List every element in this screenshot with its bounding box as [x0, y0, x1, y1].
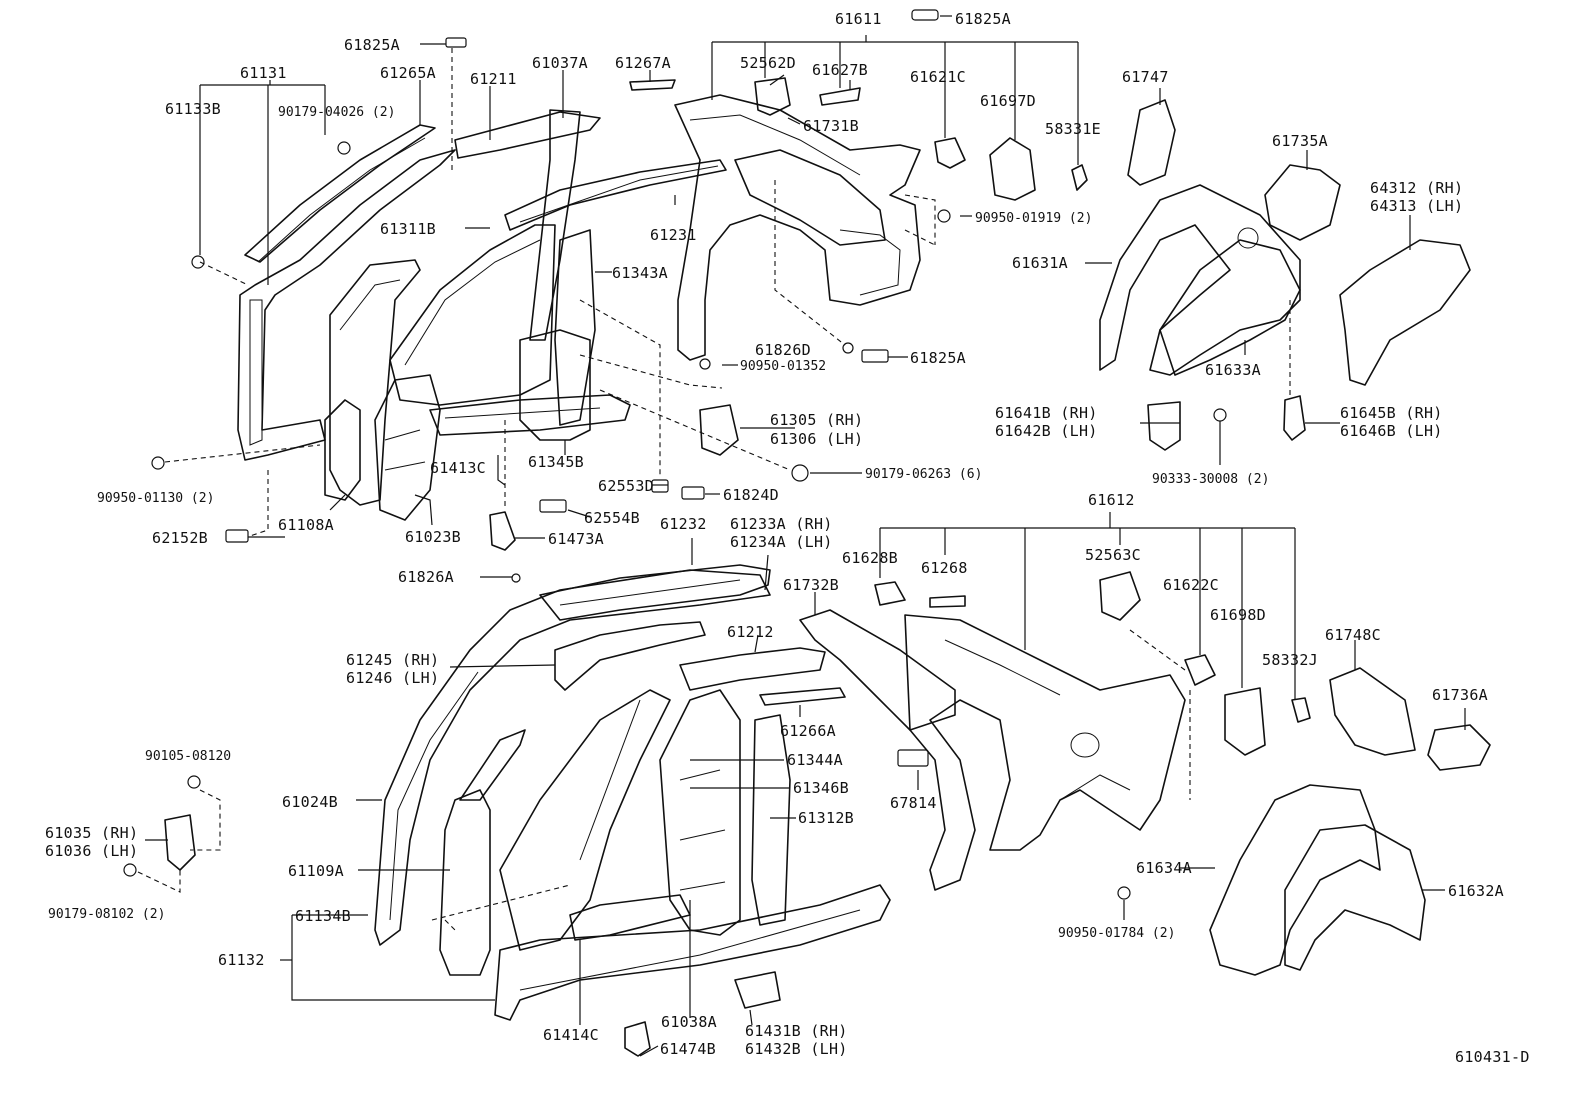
label-90179-04026: 90179-04026 (2) [278, 105, 395, 120]
label-90333-30008: 90333-30008 (2) [1152, 472, 1269, 487]
label-61035: 61035 (RH) [45, 824, 138, 842]
upper-left-assembly [151, 37, 791, 551]
upper-center-quarter-panel [629, 9, 1088, 482]
label-90179-06263: 90179-06263 (6) [865, 467, 982, 482]
label-61232: 61232 [660, 515, 707, 533]
label-52563C: 52563C [1085, 546, 1141, 564]
label-62152B: 62152B [152, 529, 208, 547]
label-61346B: 61346B [793, 779, 849, 797]
part-labels: 61611 61825A 61825A 61131 61265A 61211 6… [45, 10, 1530, 1066]
label-61642B: 61642B (LH) [995, 422, 1098, 440]
label-61133B: 61133B [165, 100, 221, 118]
label-61233A: 61233A (RH) [730, 515, 833, 533]
label-61037A: 61037A [532, 54, 588, 72]
label-61132: 61132 [218, 951, 265, 969]
label-61312B: 61312B [798, 809, 854, 827]
label-61134B: 61134B [295, 907, 351, 925]
label-61109A: 61109A [288, 862, 344, 880]
label-61474B: 61474B [660, 1040, 716, 1058]
label-61747: 61747 [1122, 68, 1169, 86]
label-61211: 61211 [470, 70, 517, 88]
label-64313: 64313 (LH) [1370, 197, 1463, 215]
label-52562D: 52562D [740, 54, 796, 72]
label-58332J: 58332J [1262, 651, 1318, 669]
label-61414C: 61414C [543, 1026, 599, 1044]
label-61826A: 61826A [398, 568, 454, 586]
label-61621C: 61621C [910, 68, 966, 86]
label-61735A: 61735A [1272, 132, 1328, 150]
label-61748C: 61748C [1325, 626, 1381, 644]
label-61473A: 61473A [548, 530, 604, 548]
label-61268: 61268 [921, 559, 968, 577]
label-61645B: 61645B (RH) [1340, 404, 1443, 422]
label-61824D: 61824D [723, 486, 779, 504]
label-61826D: 61826D [755, 341, 811, 359]
label-61634A: 61634A [1136, 859, 1192, 877]
label-61036: 61036 (LH) [45, 842, 138, 860]
label-61646B: 61646B (LH) [1340, 422, 1443, 440]
lower-right-quarter-panel [799, 571, 1491, 976]
label-61265A: 61265A [380, 64, 436, 82]
label-61698D: 61698D [1210, 606, 1266, 624]
label-61627B: 61627B [812, 61, 868, 79]
label-90179-08102: 90179-08102 (2) [48, 907, 165, 922]
label-61038A: 61038A [661, 1013, 717, 1031]
label-61731B: 61731B [803, 117, 859, 135]
label-58331E: 58331E [1045, 120, 1101, 138]
leader-lines [145, 15, 1466, 1057]
label-61697D: 61697D [980, 92, 1036, 110]
label-62554B: 62554B [584, 509, 640, 527]
label-61234A: 61234A (LH) [730, 533, 833, 551]
label-61825A: 61825A [344, 36, 400, 54]
label-61305: 61305 (RH) [770, 411, 863, 429]
label-61632A: 61632A [1448, 882, 1504, 900]
label-90950-01919: 90950-01919 (2) [975, 211, 1092, 226]
label-61431B: 61431B (RH) [745, 1022, 848, 1040]
label-61344A: 61344A [787, 751, 843, 769]
label-61311B: 61311B [380, 220, 436, 238]
label-61231: 61231 [650, 226, 697, 244]
upper-right-wheelhouses [1099, 99, 1471, 451]
label-62553D: 62553D [598, 477, 654, 495]
label-61345B: 61345B [528, 453, 584, 471]
label-61246: 61246 (LH) [346, 669, 439, 687]
label-64312: 64312 (RH) [1370, 179, 1463, 197]
label-61306: 61306 (LH) [770, 430, 863, 448]
label-61825A: 61825A [955, 10, 1011, 28]
label-61131: 61131 [240, 64, 287, 82]
label-61612: 61612 [1088, 491, 1135, 509]
label-61628B: 61628B [842, 549, 898, 567]
label-90950-01352: 90950-01352 [740, 359, 826, 374]
label-61024B: 61024B [282, 793, 338, 811]
label-61245: 61245 (RH) [346, 651, 439, 669]
label-61266A: 61266A [780, 722, 836, 740]
label-61212: 61212 [727, 623, 774, 641]
label-61611: 61611 [835, 10, 882, 28]
label-61631A: 61631A [1012, 254, 1068, 272]
label-61343A: 61343A [612, 264, 668, 282]
label-61023B: 61023B [405, 528, 461, 546]
lower-left-assembly [123, 564, 929, 1057]
label-61432B: 61432B (LH) [745, 1040, 848, 1058]
label-61622C: 61622C [1163, 576, 1219, 594]
label-61736A: 61736A [1432, 686, 1488, 704]
label-61641B: 61641B (RH) [995, 404, 1098, 422]
label-61108A: 61108A [278, 516, 334, 534]
label-61413C: 61413C [430, 459, 486, 477]
diagram-id: 610431-D [1455, 1048, 1530, 1066]
label-90950-01130: 90950-01130 (2) [97, 491, 214, 506]
label-61732B: 61732B [783, 576, 839, 594]
label-61267A: 61267A [615, 54, 671, 72]
label-67814: 67814 [890, 794, 937, 812]
label-61825A: 61825A [910, 349, 966, 367]
label-90105-08120: 90105-08120 [145, 749, 231, 764]
label-90950-01784: 90950-01784 (2) [1058, 926, 1175, 941]
label-61633A: 61633A [1205, 361, 1261, 379]
